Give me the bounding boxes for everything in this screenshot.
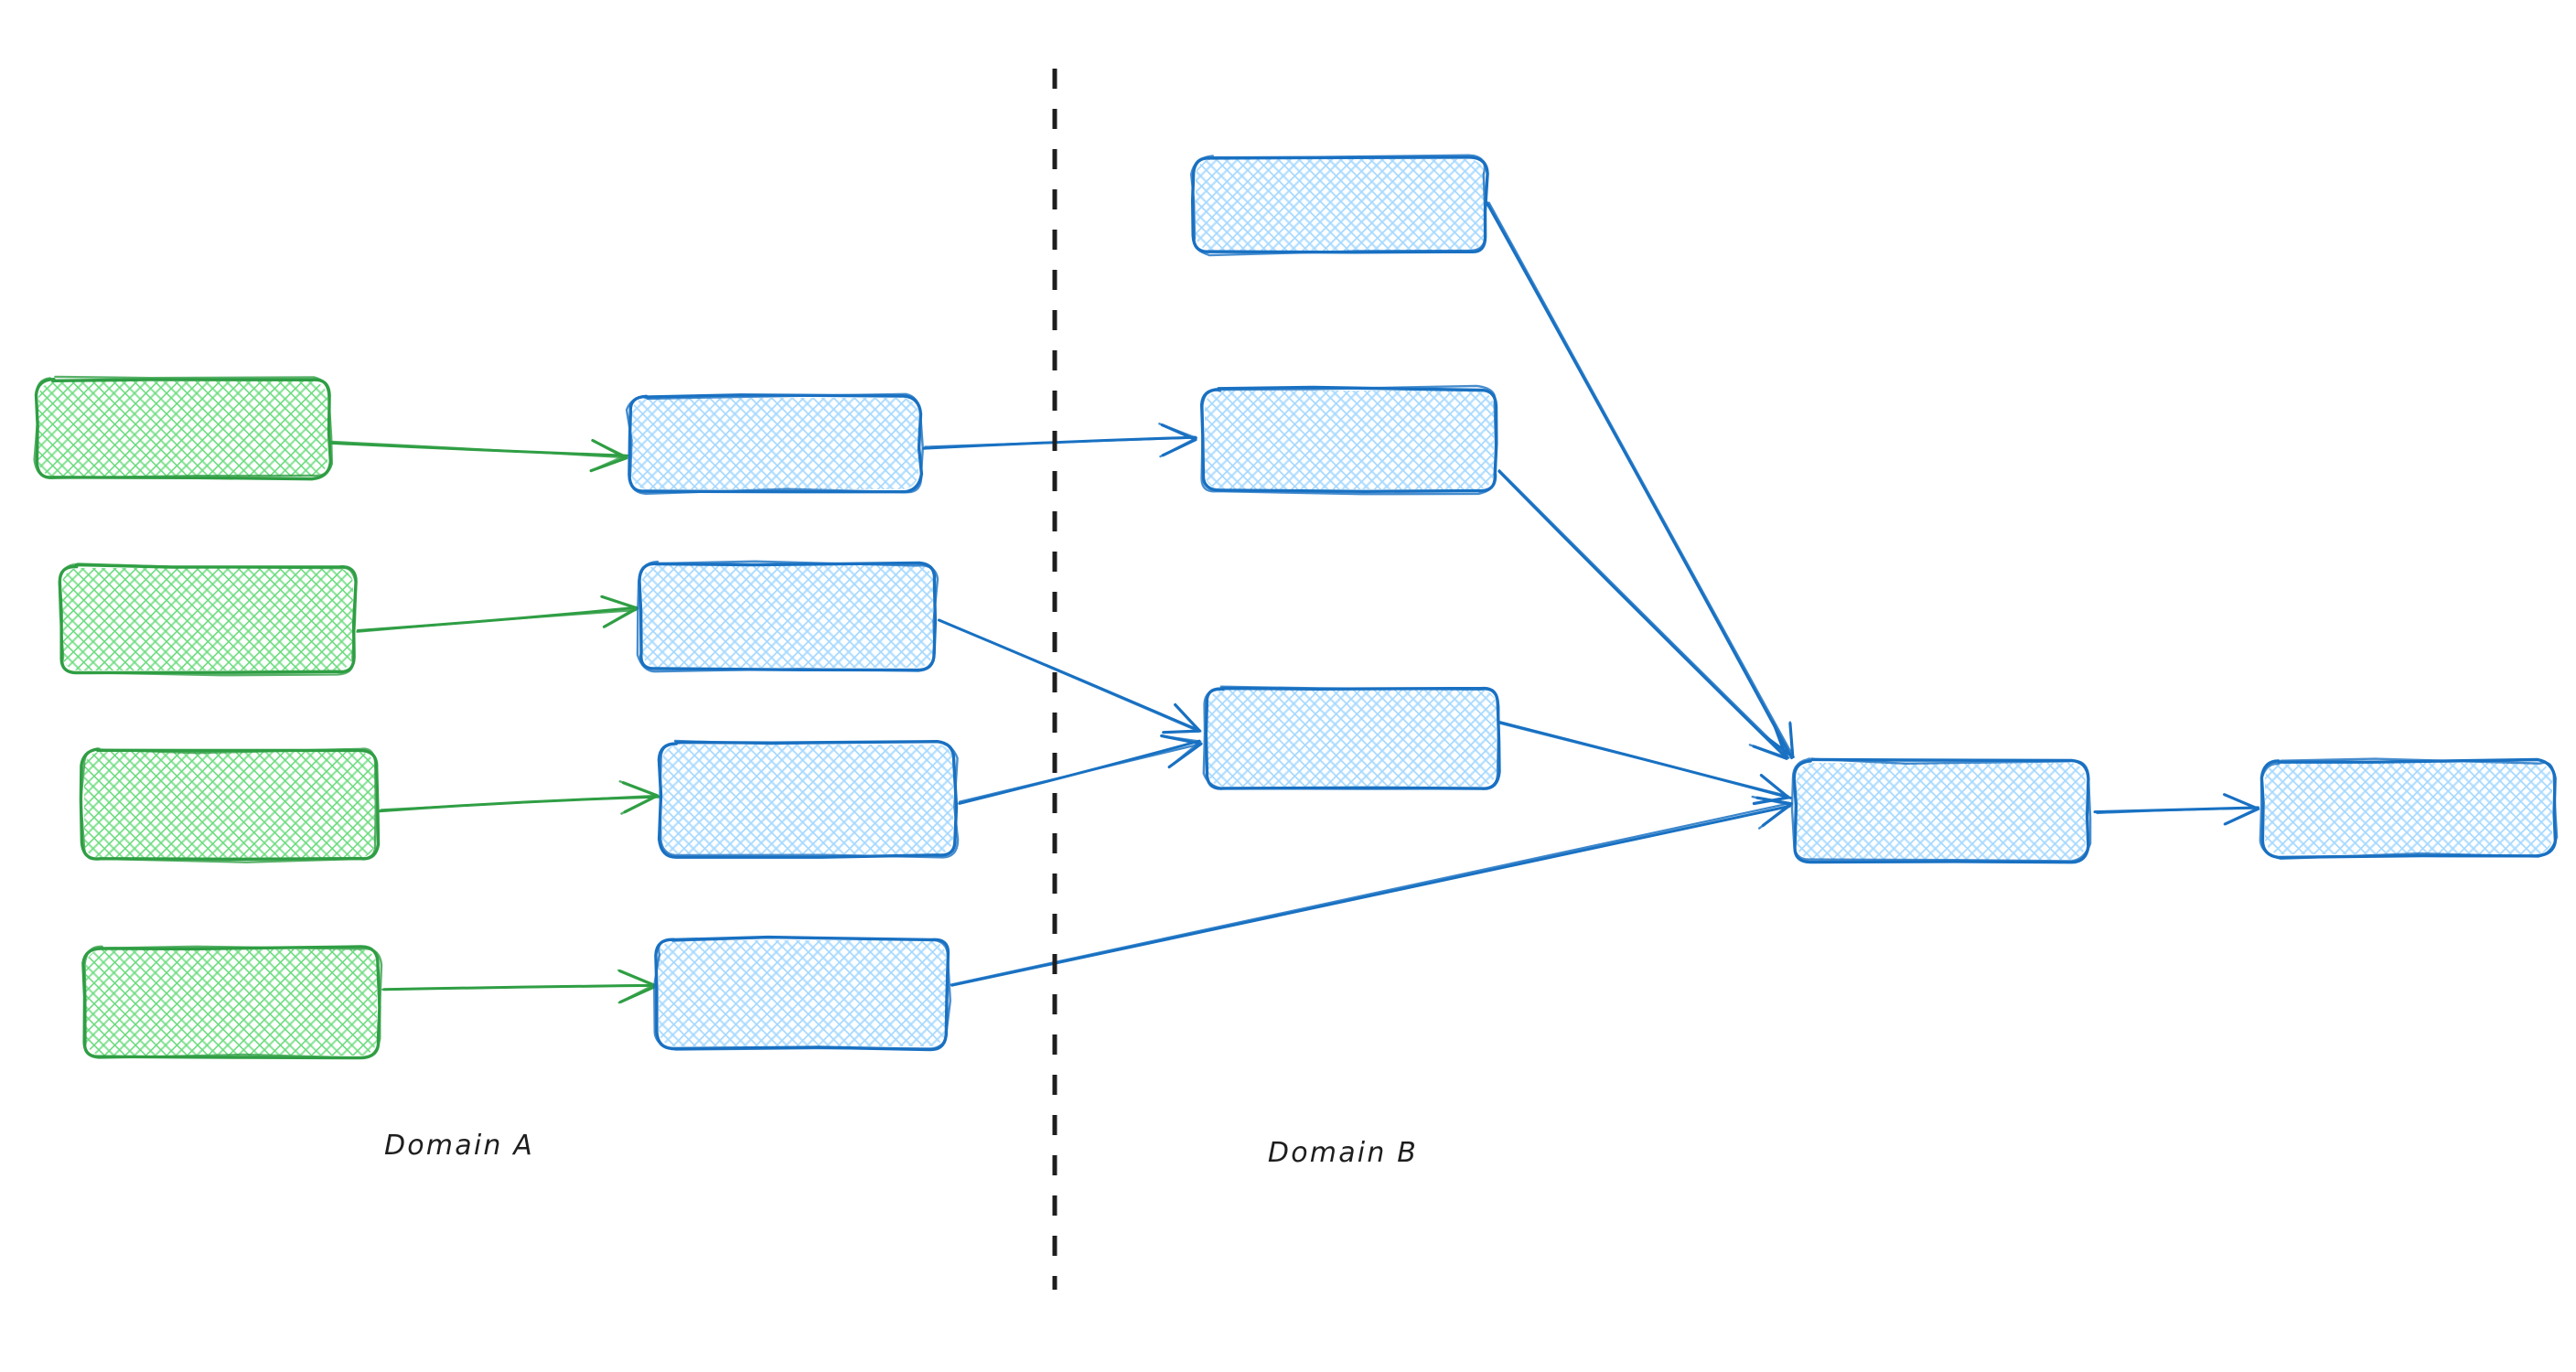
edges-layer xyxy=(330,200,2260,1004)
blue-node-a4[interactable] xyxy=(653,935,951,1052)
blue-node-b3-fill-cross xyxy=(1208,690,1497,787)
edge-blue-a3-b3-arrowhead-icon xyxy=(1165,735,1202,766)
edge-blue-a1-b2 xyxy=(922,423,1197,458)
green-node-3-outline xyxy=(80,747,377,863)
edge-green-2 xyxy=(356,595,639,633)
blue-node-final-outline xyxy=(2259,757,2559,860)
edge-blue-a3-b3 xyxy=(958,734,1203,805)
blue-node-merge-outline xyxy=(1790,757,2092,863)
blue-node-b2[interactable] xyxy=(1200,384,1498,496)
edge-green-3-arrowhead-icon xyxy=(618,780,659,815)
blue-node-a3-outline xyxy=(659,739,960,859)
edge-green-3 xyxy=(378,780,660,815)
blue-node-a4-outline xyxy=(653,936,951,1051)
blue-node-final[interactable] xyxy=(2259,757,2559,860)
edge-blue-a2-b3 xyxy=(937,618,1202,734)
edge-blue-a2-b3-arrowhead-icon xyxy=(1162,703,1202,734)
nodes-layer xyxy=(33,154,2559,1060)
blue-node-a3-fill-cross xyxy=(662,745,953,854)
labels-layer: Domain A Domain B xyxy=(384,1130,1418,1169)
edge-blue-merge-final xyxy=(2093,793,2260,826)
domain-a-label: Domain A xyxy=(384,1130,534,1162)
edge-green-1-arrowhead-icon xyxy=(590,439,626,472)
blue-node-a2-fill-cross xyxy=(642,565,933,668)
edge-blue-merge-final-arrowhead-icon xyxy=(2222,793,2259,826)
green-node-4-fill-cross xyxy=(86,949,377,1056)
edge-green-2-arrowhead-icon xyxy=(600,595,637,628)
edge-blue-b3-merge xyxy=(1497,721,1793,806)
edge-blue-a4-merge xyxy=(950,795,1793,987)
edge-blue-a4-merge-arrowhead-icon xyxy=(1751,795,1793,830)
green-node-2-outline xyxy=(58,563,358,677)
green-node-4[interactable] xyxy=(81,945,383,1060)
blue-node-a1[interactable] xyxy=(625,392,924,495)
domain-b-label: Domain B xyxy=(1268,1137,1418,1169)
edge-green-1 xyxy=(330,438,629,473)
blue-node-b2-outline xyxy=(1200,384,1497,496)
blue-node-a1-fill-cross xyxy=(631,398,918,489)
green-node-4-outline xyxy=(83,945,383,1059)
edge-blue-b2-merge xyxy=(1497,469,1790,760)
blue-node-a2-outline xyxy=(636,560,939,673)
edge-blue-a1-b2-arrowhead-icon xyxy=(1158,423,1197,458)
green-node-2[interactable] xyxy=(58,563,358,677)
green-node-1[interactable] xyxy=(33,375,333,481)
green-node-3[interactable] xyxy=(79,747,381,863)
blue-node-merge[interactable] xyxy=(1790,757,2092,864)
blue-node-final-fill-cross xyxy=(2265,763,2552,854)
blue-node-b1[interactable] xyxy=(1190,154,1489,257)
blue-node-b3-outline xyxy=(1202,685,1500,790)
blue-node-a3[interactable] xyxy=(657,739,960,859)
blue-node-b2-fill-cross xyxy=(1205,391,1494,489)
blue-node-a2[interactable] xyxy=(636,560,939,673)
green-node-3-fill-cross xyxy=(84,752,375,858)
edge-blue-b2-merge-arrowhead-icon xyxy=(1748,720,1789,759)
blue-node-merge-fill-cross xyxy=(1797,763,2086,860)
blue-node-b1-fill-cross xyxy=(1196,159,1485,251)
green-node-1-fill-cross xyxy=(38,381,327,477)
edge-blue-b3-merge-arrowhead-icon xyxy=(1754,775,1789,805)
blue-node-a1-outline xyxy=(625,392,924,495)
blue-node-b3[interactable] xyxy=(1202,685,1501,790)
blue-node-a4-fill-cross xyxy=(659,940,946,1046)
green-node-1-outline xyxy=(33,375,333,479)
blue-node-b1-outline xyxy=(1190,154,1487,257)
green-node-2-fill-cross xyxy=(62,568,353,670)
edge-green-4 xyxy=(381,969,658,1004)
edge-blue-b1-merge xyxy=(1485,200,1795,760)
